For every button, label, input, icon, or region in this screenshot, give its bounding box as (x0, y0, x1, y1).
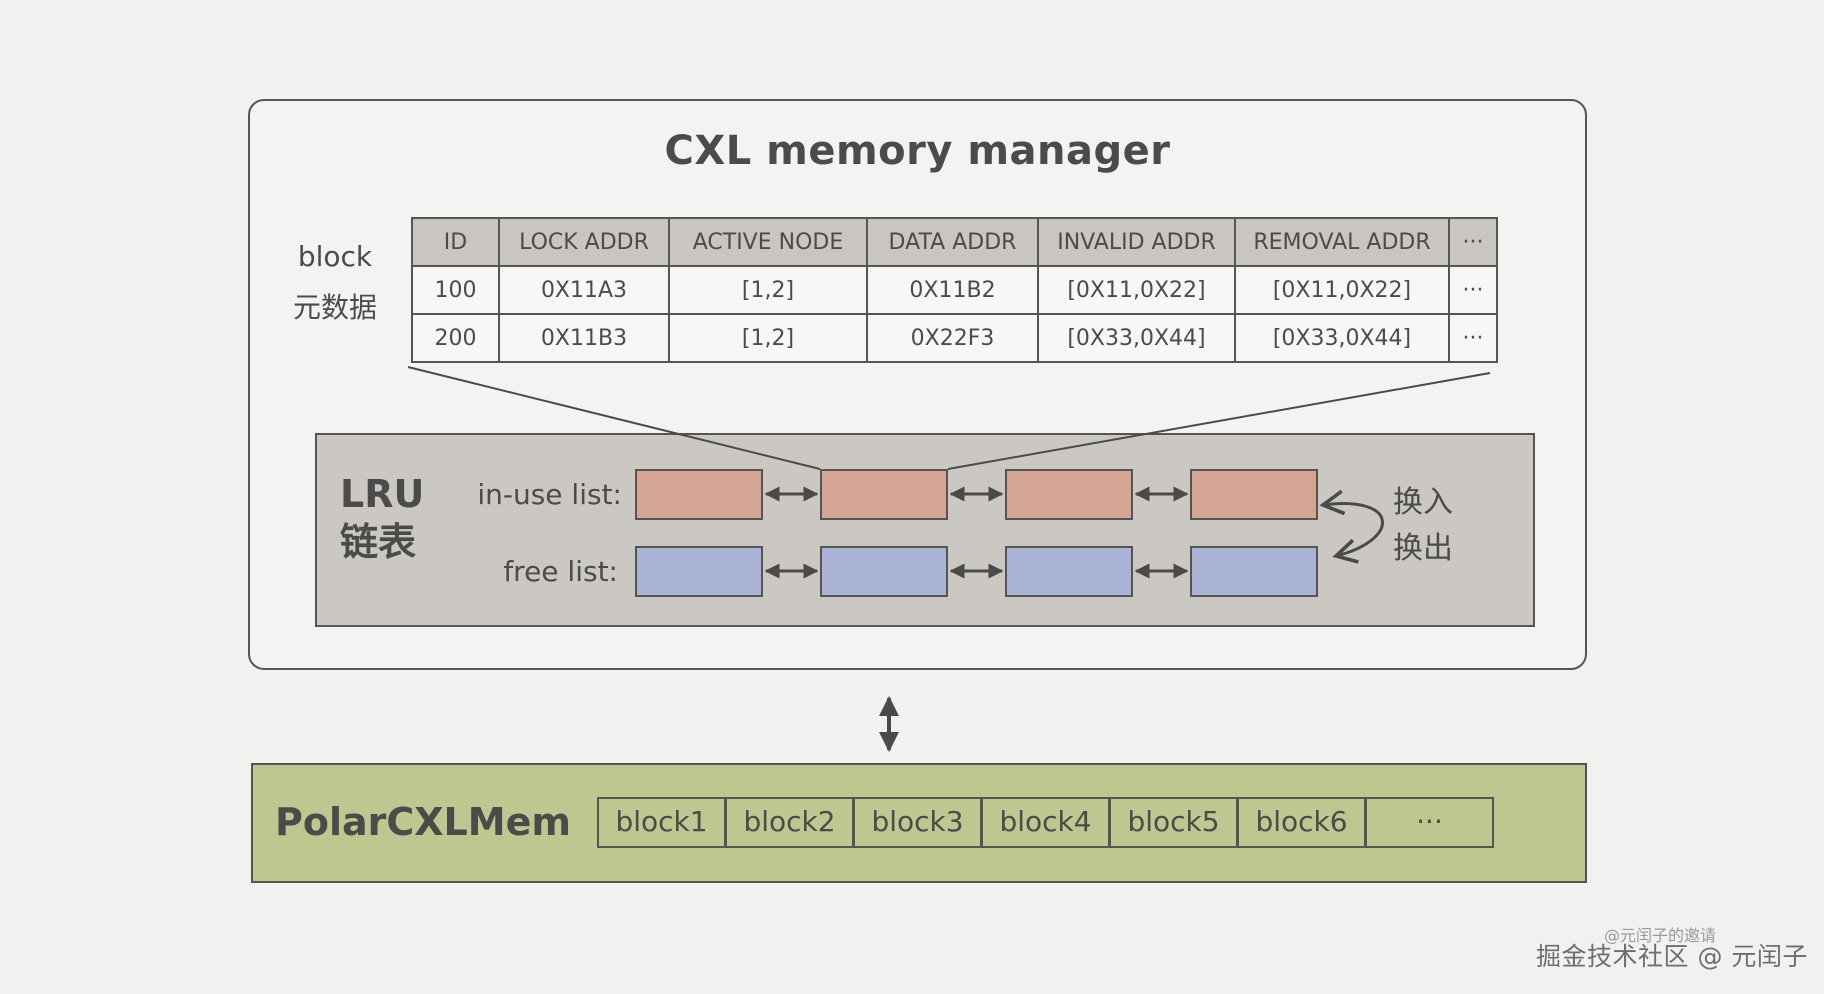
block-metadata-table: ID LOCK ADDR ACTIVE NODE DATA ADDR INVAL… (411, 217, 1498, 363)
table-row: 200 0X11B3 [1,2] 0X22F3 [0X33,0X44] [0X3… (411, 313, 1498, 363)
cell-id: 200 (411, 313, 500, 363)
memory-block-cell: block1 (597, 797, 726, 848)
cell-data-addr: 0X11B2 (866, 265, 1039, 315)
free-node (635, 546, 763, 597)
lru-title-line2: 链表 (340, 520, 417, 564)
cell-lock-addr: 0X11B3 (498, 313, 670, 363)
cell-invalid-addr: [0X33,0X44] (1037, 313, 1236, 363)
in-use-node (820, 469, 948, 520)
free-node (820, 546, 948, 597)
watermark-source: 掘金技术社区 @ 元闰子 (1536, 942, 1808, 971)
column-header-id: ID (411, 217, 500, 267)
cell-id: 100 (411, 265, 500, 315)
swap-out-label: 换出 (1393, 531, 1453, 566)
column-header-invalid-addr: INVALID ADDR (1037, 217, 1236, 267)
cell-invalid-addr: [0X11,0X22] (1037, 265, 1236, 315)
polar-cxl-mem-title: PolarCXLMem (275, 800, 571, 844)
in-use-node (1005, 469, 1133, 520)
cell-data-addr: 0X22F3 (866, 313, 1039, 363)
cell-active-node: [1,2] (668, 265, 868, 315)
metadata-label-block: block (297, 240, 373, 273)
watermark-invite: @元闰子的邀请 (1604, 926, 1717, 945)
diagram-title: CXL memory manager (664, 128, 1171, 174)
swap-in-label: 换入 (1393, 485, 1453, 520)
cell-active-node: [1,2] (668, 313, 868, 363)
column-header-more: ··· (1448, 217, 1498, 267)
lru-title-line1: LRU (340, 472, 425, 516)
memory-block-cell: block4 (981, 797, 1110, 848)
table-header-row: ID LOCK ADDR ACTIVE NODE DATA ADDR INVAL… (411, 217, 1498, 267)
cell-removal-addr: [0X11,0X22] (1234, 265, 1450, 315)
lru-list-panel (315, 433, 1535, 627)
cell-lock-addr: 0X11A3 (498, 265, 670, 315)
free-node (1005, 546, 1133, 597)
in-use-list-label: in-use list: (477, 478, 622, 511)
free-list-label: free list: (503, 555, 618, 588)
column-header-active-node: ACTIVE NODE (668, 217, 868, 267)
free-node (1190, 546, 1318, 597)
memory-block-cell: block3 (853, 797, 982, 848)
column-header-data-addr: DATA ADDR (866, 217, 1039, 267)
in-use-node (635, 469, 763, 520)
memory-block-cell-more: ··· (1365, 797, 1494, 848)
column-header-lock-addr: LOCK ADDR (498, 217, 670, 267)
cell-removal-addr: [0X33,0X44] (1234, 313, 1450, 363)
cell-more: ··· (1448, 265, 1498, 315)
in-use-node (1190, 469, 1318, 520)
cell-more: ··· (1448, 313, 1498, 363)
table-row: 100 0X11A3 [1,2] 0X11B2 [0X11,0X22] [0X1… (411, 265, 1498, 315)
lru-title: LRU 链表 (340, 470, 424, 566)
column-header-removal-addr: REMOVAL ADDR (1234, 217, 1450, 267)
metadata-label-meta: 元数据 (292, 291, 377, 324)
memory-block-cell: block2 (725, 797, 854, 848)
memory-block-cell: block6 (1237, 797, 1366, 848)
memory-block-cell: block5 (1109, 797, 1238, 848)
